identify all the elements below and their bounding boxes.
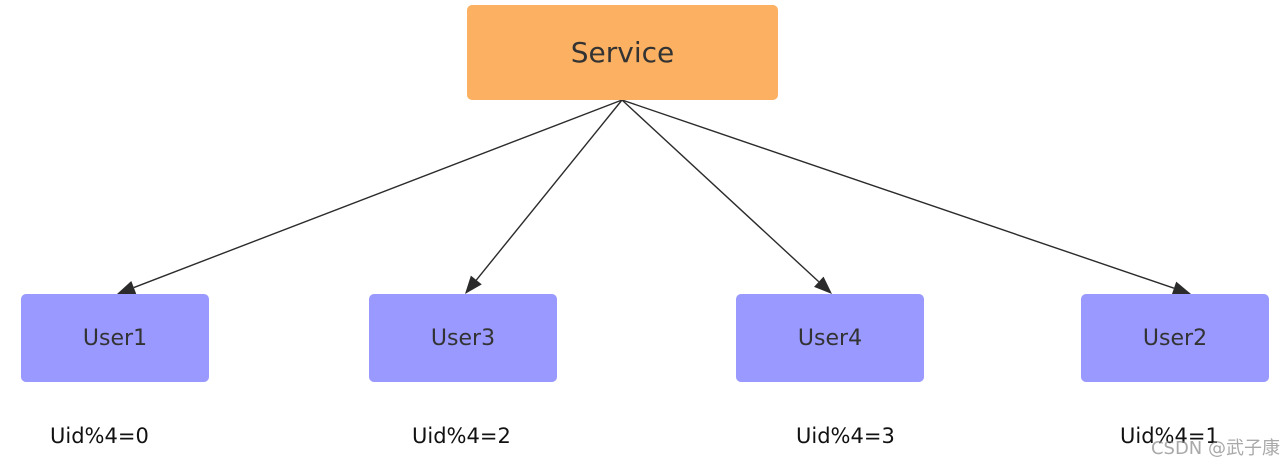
arrow-to-user1	[133, 99, 623, 289]
user4-caption: Uid%4=3	[796, 424, 895, 448]
user1-node: User1	[21, 294, 209, 382]
edges	[117, 99, 1191, 295]
user3-caption: Uid%4=2	[412, 424, 511, 448]
arrow-to-user2	[621, 99, 1175, 289]
arrow-to-user3-head	[465, 275, 482, 294]
user1-label: User1	[82, 325, 148, 351]
watermark: CSDN @武子康	[1150, 438, 1280, 459]
user3-label: User3	[430, 325, 496, 351]
service-label: Service	[570, 36, 675, 69]
user2-node: User2	[1081, 294, 1269, 382]
arrow-to-user4	[621, 99, 820, 283]
service-node: Service	[467, 5, 778, 100]
user4-label: User4	[797, 325, 863, 351]
arrow-to-user2-head	[1171, 281, 1191, 295]
user3-node: User3	[369, 294, 557, 382]
user1-caption: Uid%4=0	[50, 424, 149, 448]
arrow-to-user4-head	[814, 276, 832, 294]
user2-label: User2	[1142, 325, 1208, 351]
arrow-to-user3	[475, 99, 623, 281]
user4-node: User4	[736, 294, 924, 382]
user2-caption: Uid%4=1	[1120, 424, 1219, 448]
arrow-to-user1-head	[117, 281, 137, 295]
